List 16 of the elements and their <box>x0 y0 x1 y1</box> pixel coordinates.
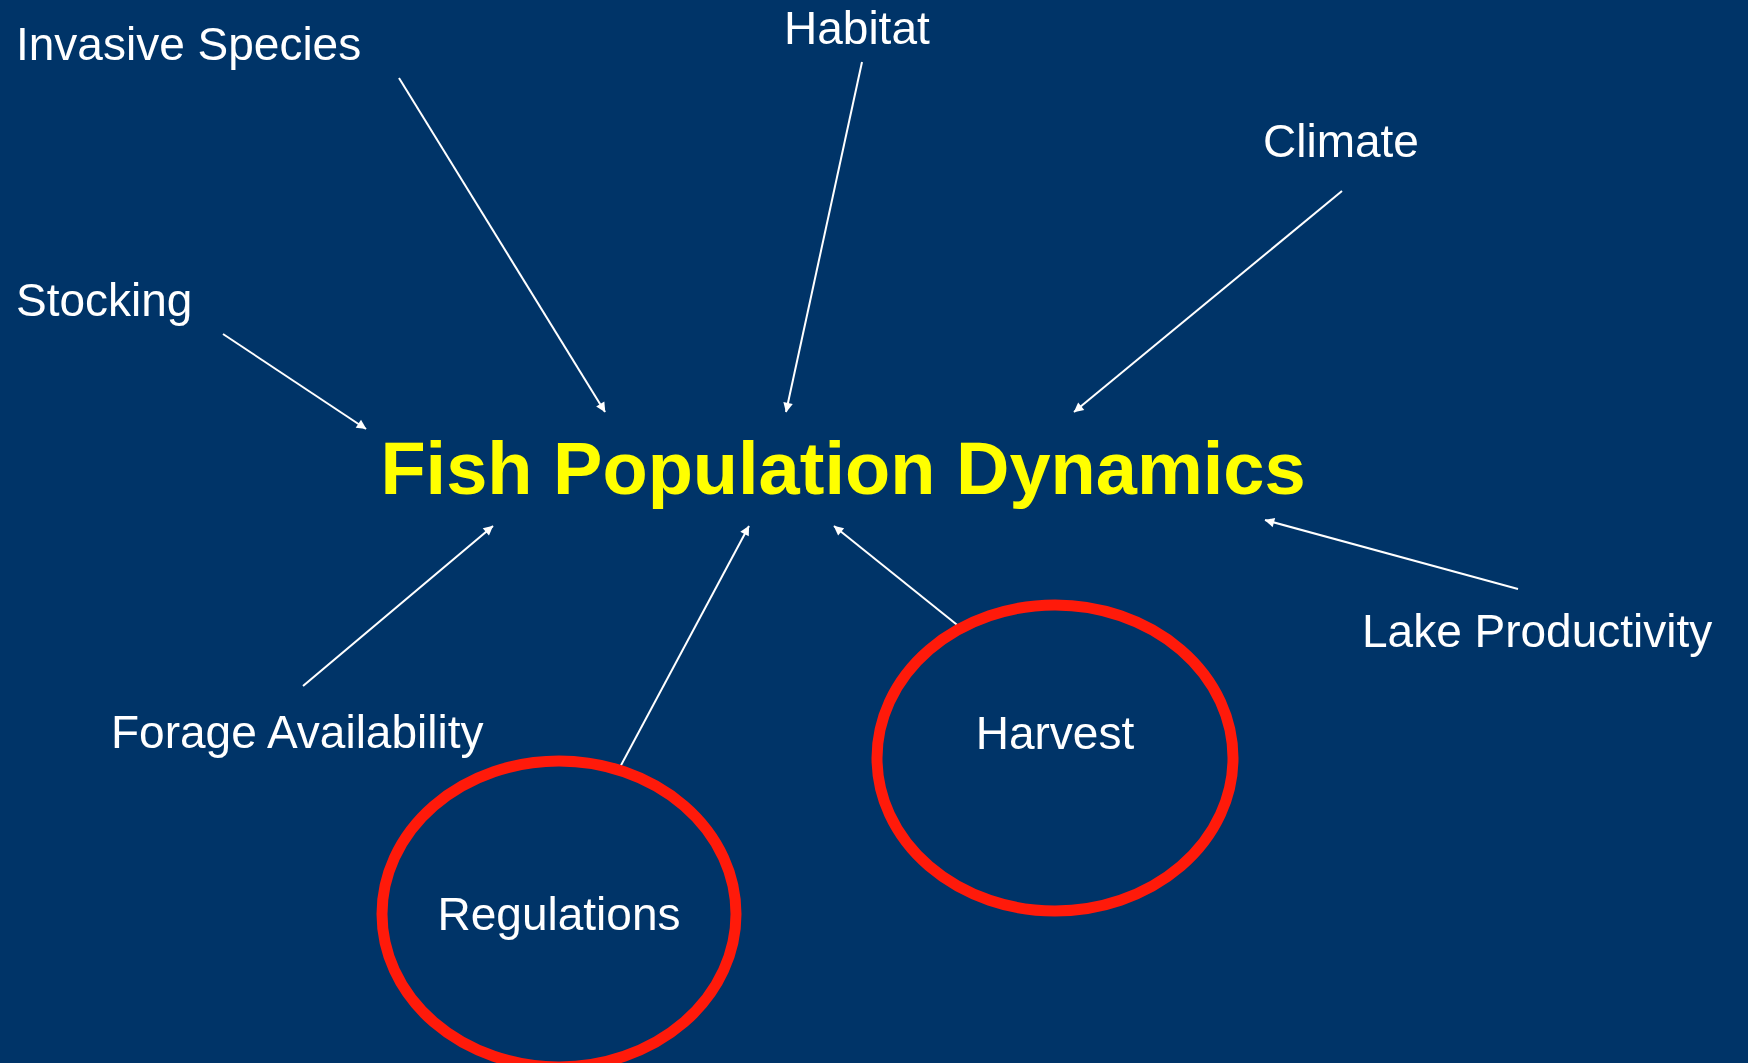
label-text: Stocking <box>16 274 193 327</box>
label-text: Invasive Species <box>16 18 362 71</box>
arrow <box>222 333 367 430</box>
label-text: Regulations <box>437 887 681 941</box>
label-text: Climate <box>1263 115 1419 168</box>
arrow <box>783 61 863 413</box>
label-text: Habitat <box>784 2 930 55</box>
circle-highlight <box>871 599 1239 917</box>
arrow <box>398 77 606 413</box>
title-text: Fish Population Dynamics <box>366 412 1320 524</box>
label-text: Lake Productivity <box>1362 605 1713 658</box>
label-text: Forage Availability <box>111 706 484 759</box>
label-text: Harvest <box>975 706 1135 760</box>
arrow <box>1073 190 1343 413</box>
arrow <box>1264 517 1519 590</box>
arrow <box>302 525 494 687</box>
